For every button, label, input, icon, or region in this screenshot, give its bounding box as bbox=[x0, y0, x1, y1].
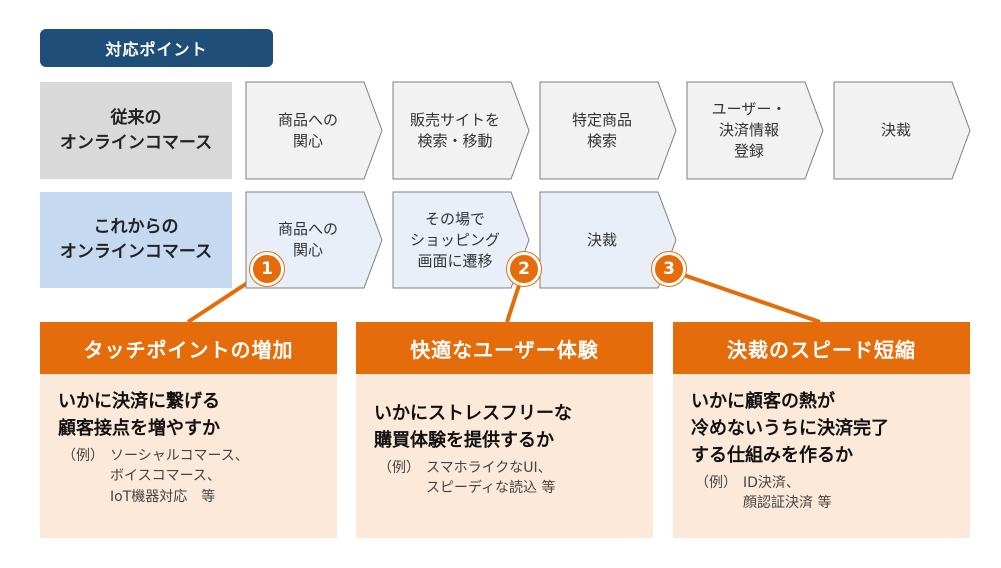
point-2-body: いかにストレスフリーな 購買体験を提供するか （例） スマホライクなUI、 スピ… bbox=[356, 374, 653, 538]
point-3-example-label: （例） bbox=[695, 475, 737, 491]
row-label-traditional: 従来の オンラインコマース bbox=[40, 82, 232, 179]
chevron-traditional-5 bbox=[833, 81, 971, 180]
connector-3 bbox=[668, 268, 821, 324]
point-3-example-text: ID決済、 顔認証決済 等 bbox=[743, 475, 832, 512]
marker-2: 2 bbox=[507, 252, 541, 286]
point-1-example: （例） ソーシャルコマース、 ボイスコマース、 IoT機器対応 等 bbox=[58, 446, 321, 507]
point-1-example-label: （例） bbox=[62, 448, 104, 464]
marker-1: 1 bbox=[250, 252, 284, 286]
point-1-body: いかに決済に繋げる 顧客接点を増やすか （例） ソーシャルコマース、 ボイスコマ… bbox=[40, 374, 337, 538]
point-1-main: いかに決済に繋げる 顧客接点を増やすか bbox=[58, 391, 220, 439]
chevron-traditional-3 bbox=[539, 81, 677, 180]
point-2-example: （例） スマホライクなUI、 スピーディな読込 等 bbox=[374, 458, 637, 499]
point-1-title: タッチポイントの増加 bbox=[40, 322, 337, 374]
point-3-main: いかに顧客の熱が 冷めないうちに決済完了 する仕組みを作るか bbox=[691, 391, 889, 466]
point-3-example: （例） ID決済、 顔認証決済 等 bbox=[691, 473, 954, 514]
row-label-future: これからの オンラインコマース bbox=[40, 192, 232, 288]
chevron-traditional-4 bbox=[686, 81, 824, 180]
point-2-example-label: （例） bbox=[378, 460, 420, 476]
row-label-future-text: これからの オンラインコマース bbox=[59, 217, 213, 262]
marker-3: 3 bbox=[652, 252, 686, 286]
point-2-main: いかにストレスフリーな 購買体験を提供するか bbox=[374, 403, 572, 451]
point-2-title: 快適なユーザー体験 bbox=[356, 322, 653, 374]
point-2-example-text: スマホライクなUI、 スピーディな読込 等 bbox=[426, 460, 556, 497]
section-badge: 対応ポイント bbox=[40, 29, 273, 67]
chevron-traditional-2 bbox=[392, 81, 530, 180]
point-1-example-text: ソーシャルコマース、 ボイスコマース、 IoT機器対応 等 bbox=[110, 448, 249, 505]
chevron-traditional-1 bbox=[245, 81, 383, 180]
point-3-body: いかに顧客の熱が 冷めないうちに決済完了 する仕組みを作るか （例） ID決済、… bbox=[673, 374, 970, 538]
row-label-traditional-text: 従来の オンラインコマース bbox=[59, 107, 213, 153]
point-3-title: 決裁のスピード短縮 bbox=[673, 322, 970, 374]
